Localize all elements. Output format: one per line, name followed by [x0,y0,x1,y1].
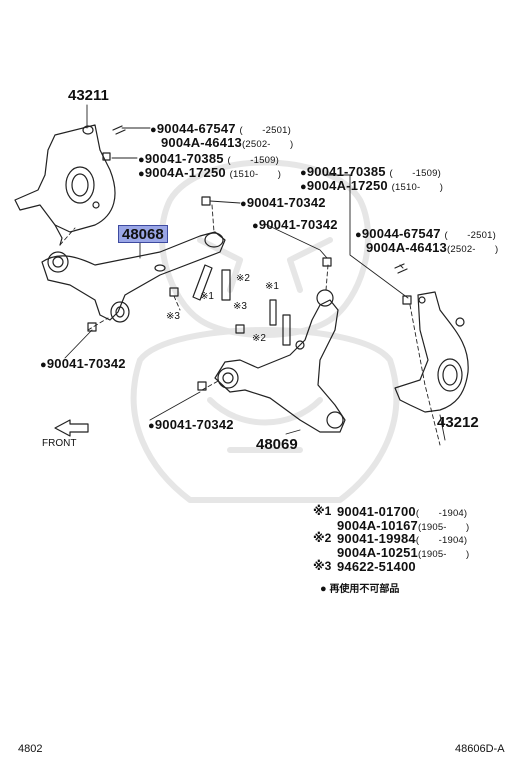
legend-row-1: 90041-01700( -1904) [337,505,467,519]
dashed-guides [59,204,441,446]
mark-1a: ※1 [265,281,279,292]
reuse-dot-icon: ● [355,229,362,241]
callout-2-line2: ●9004A-17250 (1510- ) [138,166,281,180]
mark-3b: ※3 [166,311,180,322]
reuse-dot-icon: ● [240,198,247,210]
legend-1-rng1: ( -1904) [415,508,468,519]
callout-3-line2: ●9004A-17250 (1510- ) [300,179,443,193]
callout-1: ●90044-67547 ( -2501) [150,122,291,136]
page-number-left: 4802 [18,743,43,755]
callout-3-pn1: 90041-70385 [306,164,386,179]
callout-7-pn: 90041-70342 [46,356,126,371]
callout-8: ●90041-70342 [148,418,234,432]
label-43212: 43212 [437,414,479,431]
reuse-dot-icon: ● [148,420,155,432]
reuse-dot-icon: ● [300,167,307,179]
callout-2-rng1: ( -1509) [227,155,279,166]
mark-2b: ※2 [252,333,266,344]
callout-4-pn: 90041-70342 [246,195,326,210]
mark-1b: ※1 [200,291,214,302]
callout-4: ●90041-70342 [240,196,326,210]
callout-3-rng2: (1510- ) [391,182,444,193]
callout-6-pn1: 90044-67547 [361,226,441,241]
callout-1-pn1: 90044-67547 [156,121,236,136]
legend-mark-3: ※3 [313,559,332,573]
callout-6-rng1: ( -2501) [444,230,496,241]
reuse-dot-icon: ● [320,583,327,595]
legend-mark-1: ※1 [313,504,332,518]
callout-1-rng1: ( -2501) [239,125,291,136]
callout-3-pn2: 9004A-17250 [306,178,388,193]
callout-3: ●90041-70385 ( -1509) [300,165,441,179]
callout-6-rng2: (2502- ) [447,244,499,255]
reuse-dot-icon: ● [40,359,47,371]
legend-mark-2: ※2 [313,531,332,545]
legend-2-rng2: (1905- ) [418,549,470,560]
callout-8-pn: 90041-70342 [154,417,234,432]
callout-5-pn: 90041-70342 [258,217,338,232]
leader-lines [64,104,446,441]
callout-2-pn1: 90041-70385 [144,151,224,166]
legend-1-pn1: 90041-01700 [337,504,416,519]
callout-1-pn2: 9004A-46413 [161,135,242,150]
front-label: FRONT [42,438,77,449]
legend-row-3: 94622-51400 [337,560,416,573]
legend-3-pn: 94622-51400 [337,559,416,574]
arm-48068-drawing [41,231,226,323]
legend-1-rng2: (1905- ) [418,522,470,533]
legend-2-pn1: 90041-19984 [337,531,416,546]
reuse-dot-icon: ● [300,181,307,193]
arm-48069-drawing [214,289,346,433]
legend-2-pn2: 9004A-10251 [337,545,418,560]
knuckle-right-drawing [394,291,469,413]
front-arrow-icon [54,419,89,437]
callout-6-line2: 9004A-46413(2502- ) [366,241,498,255]
legend-row-1b: 9004A-10167(1905- ) [337,519,469,533]
callout-6: ●90044-67547 ( -2501) [355,227,496,241]
mark-2a: ※2 [236,273,250,284]
callout-2-rng2: (1510- ) [229,169,282,180]
legend-2-rng1: ( -1904) [415,535,468,546]
callout-7: ●90041-70342 [40,357,126,371]
callout-1-rng2: (2502- ) [242,139,294,150]
callout-3-rng1: ( -1509) [389,168,441,179]
callout-6-pn2: 9004A-46413 [366,240,447,255]
label-48068[interactable]: 48068 [118,225,168,243]
legend-1-pn2: 9004A-10167 [337,518,418,533]
reuse-dot-icon: ● [150,124,157,136]
reuse-dot-icon: ● [138,154,145,166]
reuse-dot-icon: ● [252,220,259,232]
legend-note: ● 再使用不可部品 [320,584,399,595]
label-48069: 48069 [256,436,298,453]
callout-2: ●90041-70385 ( -1509) [138,152,279,166]
label-43211: 43211 [68,87,109,104]
page-number-right: 48606D-A [455,743,505,755]
mark-3a: ※3 [233,301,247,312]
legend-row-2b: 9004A-10251(1905- ) [337,546,469,560]
legend-row-2: 90041-19984( -1904) [337,532,467,546]
callout-5: ●90041-70342 [252,218,338,232]
reuse-dot-icon: ● [138,168,145,180]
knuckle-left-drawing [14,124,116,246]
callout-1-line2: 9004A-46413(2502- ) [161,136,293,150]
callout-2-pn2: 9004A-17250 [144,165,226,180]
legend-note-text: 再使用不可部品 [329,584,400,595]
